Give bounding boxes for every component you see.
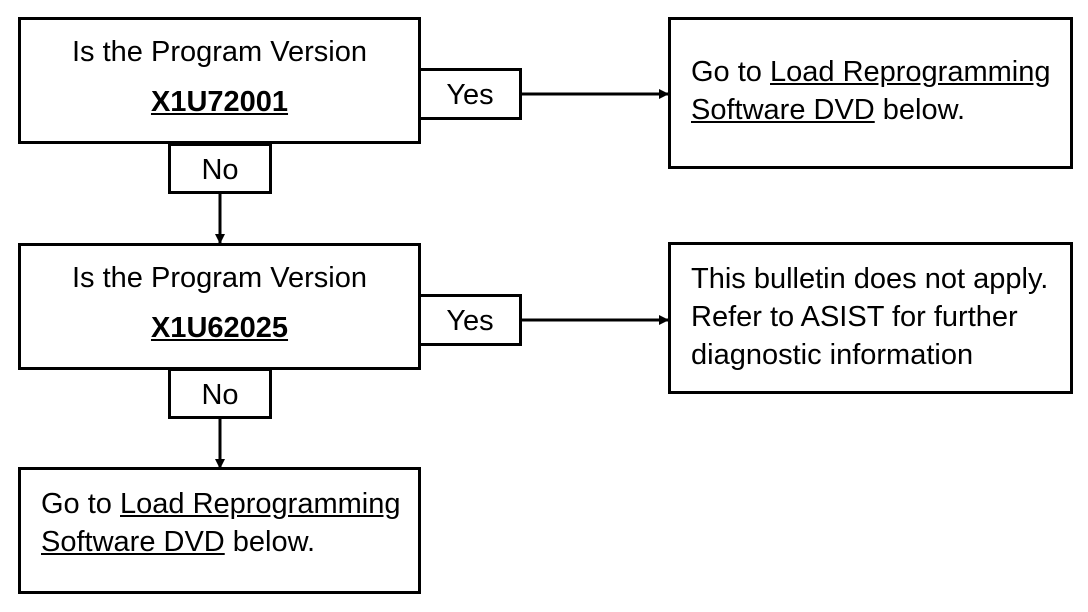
result-line-2a: This bulletin does not apply. — [691, 263, 1049, 295]
software-dvd-link-final[interactable]: Software DVD — [41, 526, 225, 558]
result-box-1: Go to Load Reprogramming Software DVD be… — [668, 17, 1073, 169]
yes-label-box-1: Yes — [418, 68, 522, 120]
yes-label-2: Yes — [446, 305, 494, 337]
no-label-2: No — [201, 379, 239, 411]
no-label-1: No — [201, 154, 239, 186]
load-reprogramming-link-1[interactable]: Load Reprogramming — [770, 56, 1051, 88]
question-text-1: Is the Program Version — [72, 36, 367, 68]
final-result-box: Go to Load Reprogramming Software DVD be… — [18, 467, 421, 594]
result-line-2b: Refer to ASIST for further — [691, 301, 1018, 333]
version-text-1: X1U72001 — [150, 86, 289, 118]
load-reprogramming-link-final[interactable]: Load Reprogramming — [120, 488, 401, 520]
yes-label-1: Yes — [446, 79, 494, 111]
final-result-text: Go to Load Reprogramming Software DVD be… — [41, 485, 411, 561]
result-line-2c: diagnostic information — [691, 339, 974, 371]
no-label-box-1: No — [168, 143, 272, 194]
result-text-1: Go to Load Reprogramming Software DVD be… — [691, 53, 1061, 129]
question-text-2: Is the Program Version — [72, 262, 367, 294]
version-text-2: X1U62025 — [150, 312, 289, 344]
decision-box-2: Is the Program Version X1U62025 — [18, 243, 421, 370]
result-box-2: This bulletin does not apply. Refer to A… — [668, 242, 1073, 394]
final-prefix: Go to — [41, 488, 120, 520]
result-prefix-1: Go to — [691, 56, 770, 88]
software-dvd-link-1[interactable]: Software DVD — [691, 94, 875, 126]
decision-box-1: Is the Program Version X1U72001 — [18, 17, 421, 144]
no-label-box-2: No — [168, 368, 272, 419]
yes-label-box-2: Yes — [418, 294, 522, 346]
final-suffix: below. — [224, 526, 316, 558]
result-suffix-1: below. — [874, 94, 966, 126]
